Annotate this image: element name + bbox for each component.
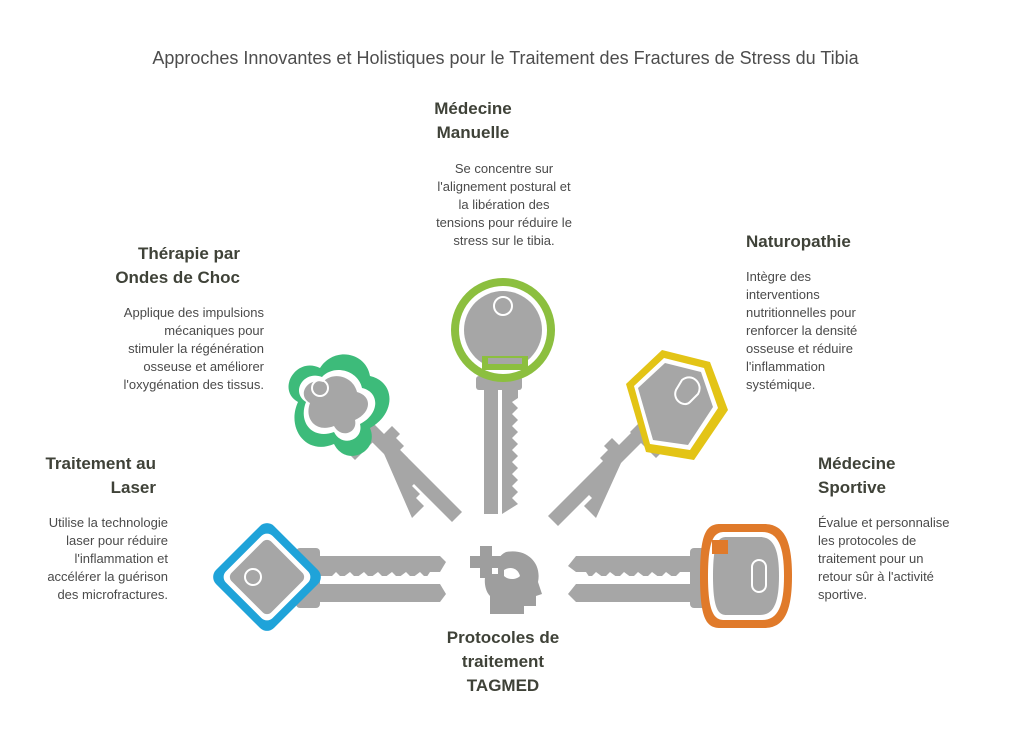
- center-label: Protocoles de traitement TAGMED: [446, 628, 560, 695]
- choc-key-icon: [288, 354, 462, 522]
- naturo-title: Naturopathie: [746, 232, 851, 251]
- naturo-description: Intègre des interventions nutritionnelle…: [746, 269, 858, 392]
- sportive-title: Médecine Sportive: [818, 454, 896, 497]
- laser-key-icon: [213, 523, 446, 631]
- head-medical-cross-icon: [470, 546, 542, 614]
- sportive-key-icon: [568, 524, 792, 628]
- naturo-key-icon: [548, 350, 728, 526]
- laser-description: Utilise la technologie laser pour réduir…: [47, 515, 168, 602]
- manuelle-key-icon: [451, 278, 555, 514]
- choc-description: Applique des impulsions mécaniques pour …: [123, 305, 264, 392]
- sportive-description: Évalue et personnalise les protocoles de…: [818, 515, 950, 602]
- manuelle-description: Se concentre sur l'alignement postural e…: [436, 161, 572, 248]
- manuelle-title: Médecine Manuelle: [434, 99, 512, 142]
- diagram-title: Approches Innovantes et Holistiques pour…: [152, 48, 859, 68]
- choc-title: Thérapie par Ondes de Choc: [115, 244, 240, 287]
- laser-title: Traitement au Laser: [45, 454, 156, 497]
